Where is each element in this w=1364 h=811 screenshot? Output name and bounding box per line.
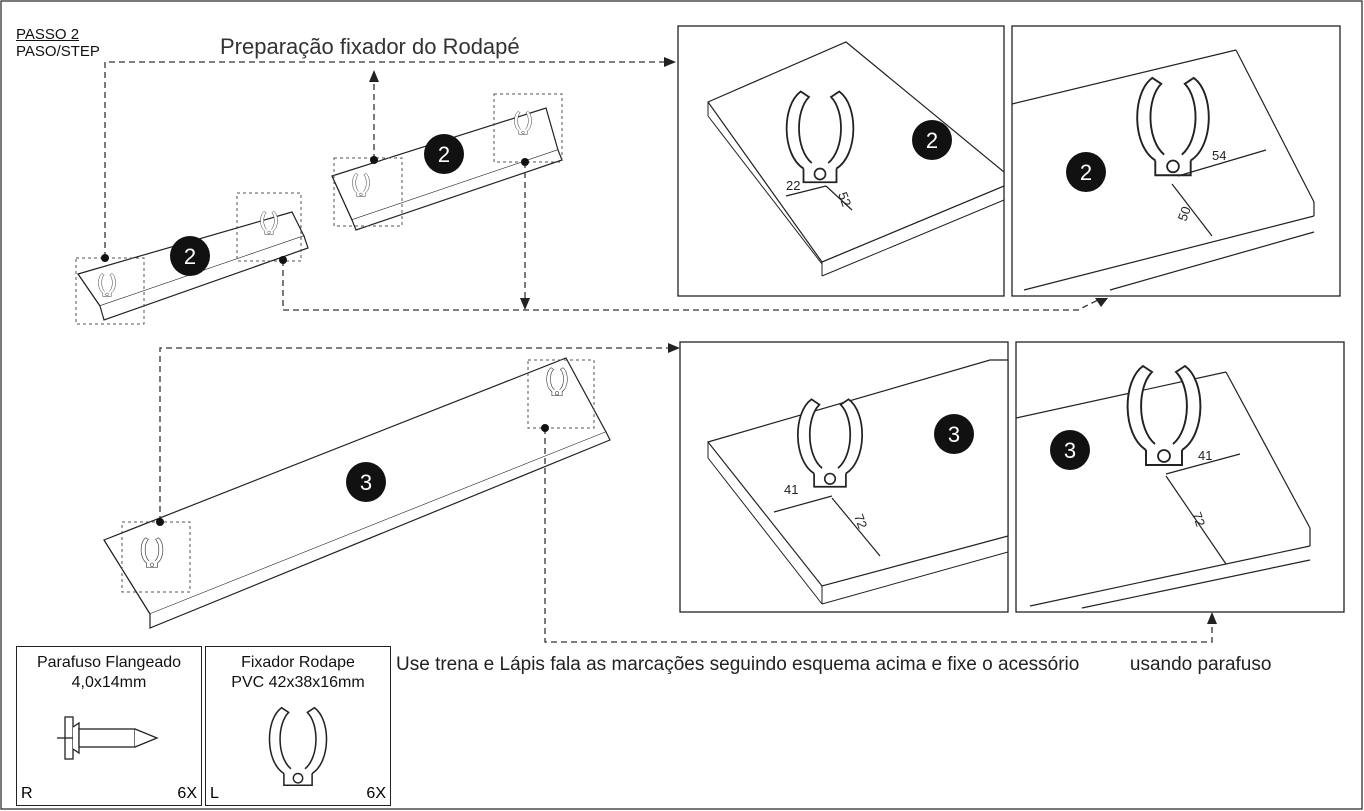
dim-72: 72 [1189, 510, 1208, 529]
badge-2: 2 [912, 120, 952, 160]
arrowheads [369, 57, 1217, 624]
dim-41: 41 [1198, 448, 1212, 463]
part-code: L [210, 785, 219, 802]
part-spec: 4,0x14mm [71, 674, 147, 691]
badge-2: 2 [424, 134, 464, 174]
part-code: R [21, 785, 33, 802]
part-spec: PVC 42x38x16mm [231, 674, 365, 691]
svg-text:3: 3 [360, 470, 372, 495]
dim-50: 50 [1175, 204, 1194, 223]
screw-icon [57, 716, 159, 760]
dim-52: 52 [835, 190, 854, 209]
step-label: PASSO 2 PASO/STEP [16, 26, 100, 60]
dim-54: 54 [1212, 148, 1226, 163]
part-name: Parafuso Flangeado [36, 654, 182, 671]
badges: 2 2 2 2 3 3 3 [170, 120, 1106, 502]
part-box-clip: Fixador Rodape PVC 42x38x16mm L 6X [205, 646, 391, 806]
step-label-secondary: PASO/STEP [16, 43, 100, 60]
leader-lines [104, 61, 1213, 643]
dim-72: 72 [851, 512, 870, 531]
badge-2: 2 [1066, 152, 1106, 192]
detail-panel-3a [679, 341, 1009, 613]
part-name: Fixador Rodape [241, 654, 355, 671]
part-qty: 6X [177, 785, 197, 802]
svg-text:3: 3 [948, 422, 960, 447]
part-box-screw: Parafuso Flangeado 4,0x14mm R 6X [16, 646, 202, 806]
dim-22: 22 [786, 178, 800, 193]
leader-dots [101, 156, 549, 526]
badge-3: 3 [934, 414, 974, 454]
detail-panel-2b [1011, 25, 1341, 297]
badge-2: 2 [170, 236, 210, 276]
instruction-main: Use trena e Lápis fala as marcações segu… [396, 654, 1080, 675]
clip-icon [268, 706, 328, 787]
svg-text:2: 2 [438, 142, 450, 167]
page-title: Preparação fixador do Rodapé [220, 34, 520, 59]
svg-text:2: 2 [184, 244, 196, 269]
badge-3: 3 [1050, 430, 1090, 470]
instruction-text: Use trena e Lápis fala as marcações segu… [396, 654, 1271, 676]
step-label-primary: PASSO 2 [16, 26, 80, 43]
dimension-labels: 22 52 54 50 41 72 41 72 [784, 148, 1226, 531]
dim-41: 41 [784, 482, 798, 497]
part-qty: 6X [366, 785, 386, 802]
instruction-tail: usando parafuso [1129, 654, 1272, 675]
detail-panel-3b [1015, 341, 1345, 613]
svg-text:2: 2 [1080, 160, 1092, 185]
svg-text:2: 2 [926, 128, 938, 153]
badge-3: 3 [346, 462, 386, 502]
svg-text:3: 3 [1064, 438, 1076, 463]
detail-panel-2a [677, 25, 1005, 297]
